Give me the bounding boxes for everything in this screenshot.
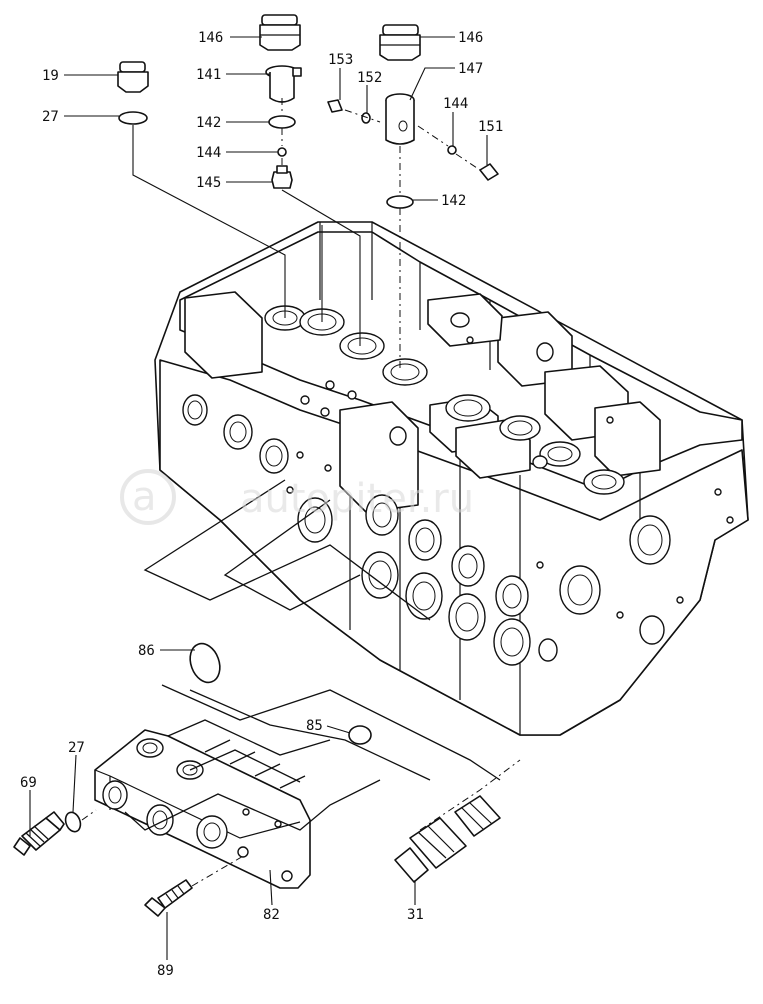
- callout-89: 89: [157, 963, 174, 979]
- oring-85: [348, 725, 372, 745]
- plug-146-left: [259, 14, 301, 51]
- callout-31: 31: [407, 907, 424, 923]
- callout-labels: 146 146 141 19 153 152 147 27 142 144 14…: [20, 30, 503, 979]
- callout-86: 86: [138, 643, 155, 659]
- plug-19: [117, 61, 149, 93]
- callout-142-right: 142: [441, 193, 466, 209]
- callout-69: 69: [20, 775, 37, 791]
- cap-141: [265, 65, 302, 103]
- callout-19: 19: [42, 68, 59, 84]
- screw-153: [327, 99, 343, 113]
- callout-145: 145: [196, 175, 221, 191]
- callout-144-right: 144: [443, 96, 468, 112]
- callout-27-top: 27: [42, 109, 59, 125]
- oring-27-top: [118, 111, 148, 125]
- watermark-text: autopiter.ru: [240, 476, 474, 522]
- plug-151: [479, 163, 499, 181]
- manifold-block-82: [94, 729, 311, 889]
- callout-151: 151: [478, 119, 503, 135]
- ball-144-right: [447, 145, 457, 155]
- washer-152: [361, 112, 371, 124]
- bolt-89: [144, 879, 193, 917]
- callout-152: 152: [357, 70, 382, 86]
- callout-144-left: 144: [196, 145, 221, 161]
- control-valve-body: [154, 221, 749, 736]
- valve-147: [385, 93, 415, 145]
- fitting-145: [271, 165, 293, 189]
- callout-146-left: 146: [198, 30, 223, 46]
- callout-85: 85: [306, 718, 323, 734]
- callout-27-bottom: 27: [68, 740, 85, 756]
- watermark-glyph: a: [132, 474, 157, 520]
- oring-27-bottom: [64, 811, 82, 833]
- ball-144-left: [277, 147, 287, 157]
- callout-141: 141: [196, 67, 221, 83]
- callout-82: 82: [263, 907, 280, 923]
- callout-146-right: 146: [458, 30, 483, 46]
- oring-86: [189, 642, 221, 684]
- oring-142-left: [268, 115, 296, 129]
- callout-153: 153: [328, 52, 353, 68]
- cartridge-31: [394, 795, 501, 883]
- callout-147: 147: [458, 61, 483, 77]
- watermark: a autopiter.ru: [120, 469, 474, 525]
- oring-142-right: [386, 195, 414, 209]
- callout-leaders: [29, 36, 488, 960]
- callout-142-left: 142: [196, 115, 221, 131]
- plug-146-right: [379, 24, 421, 61]
- relief-valve-69: [13, 811, 65, 856]
